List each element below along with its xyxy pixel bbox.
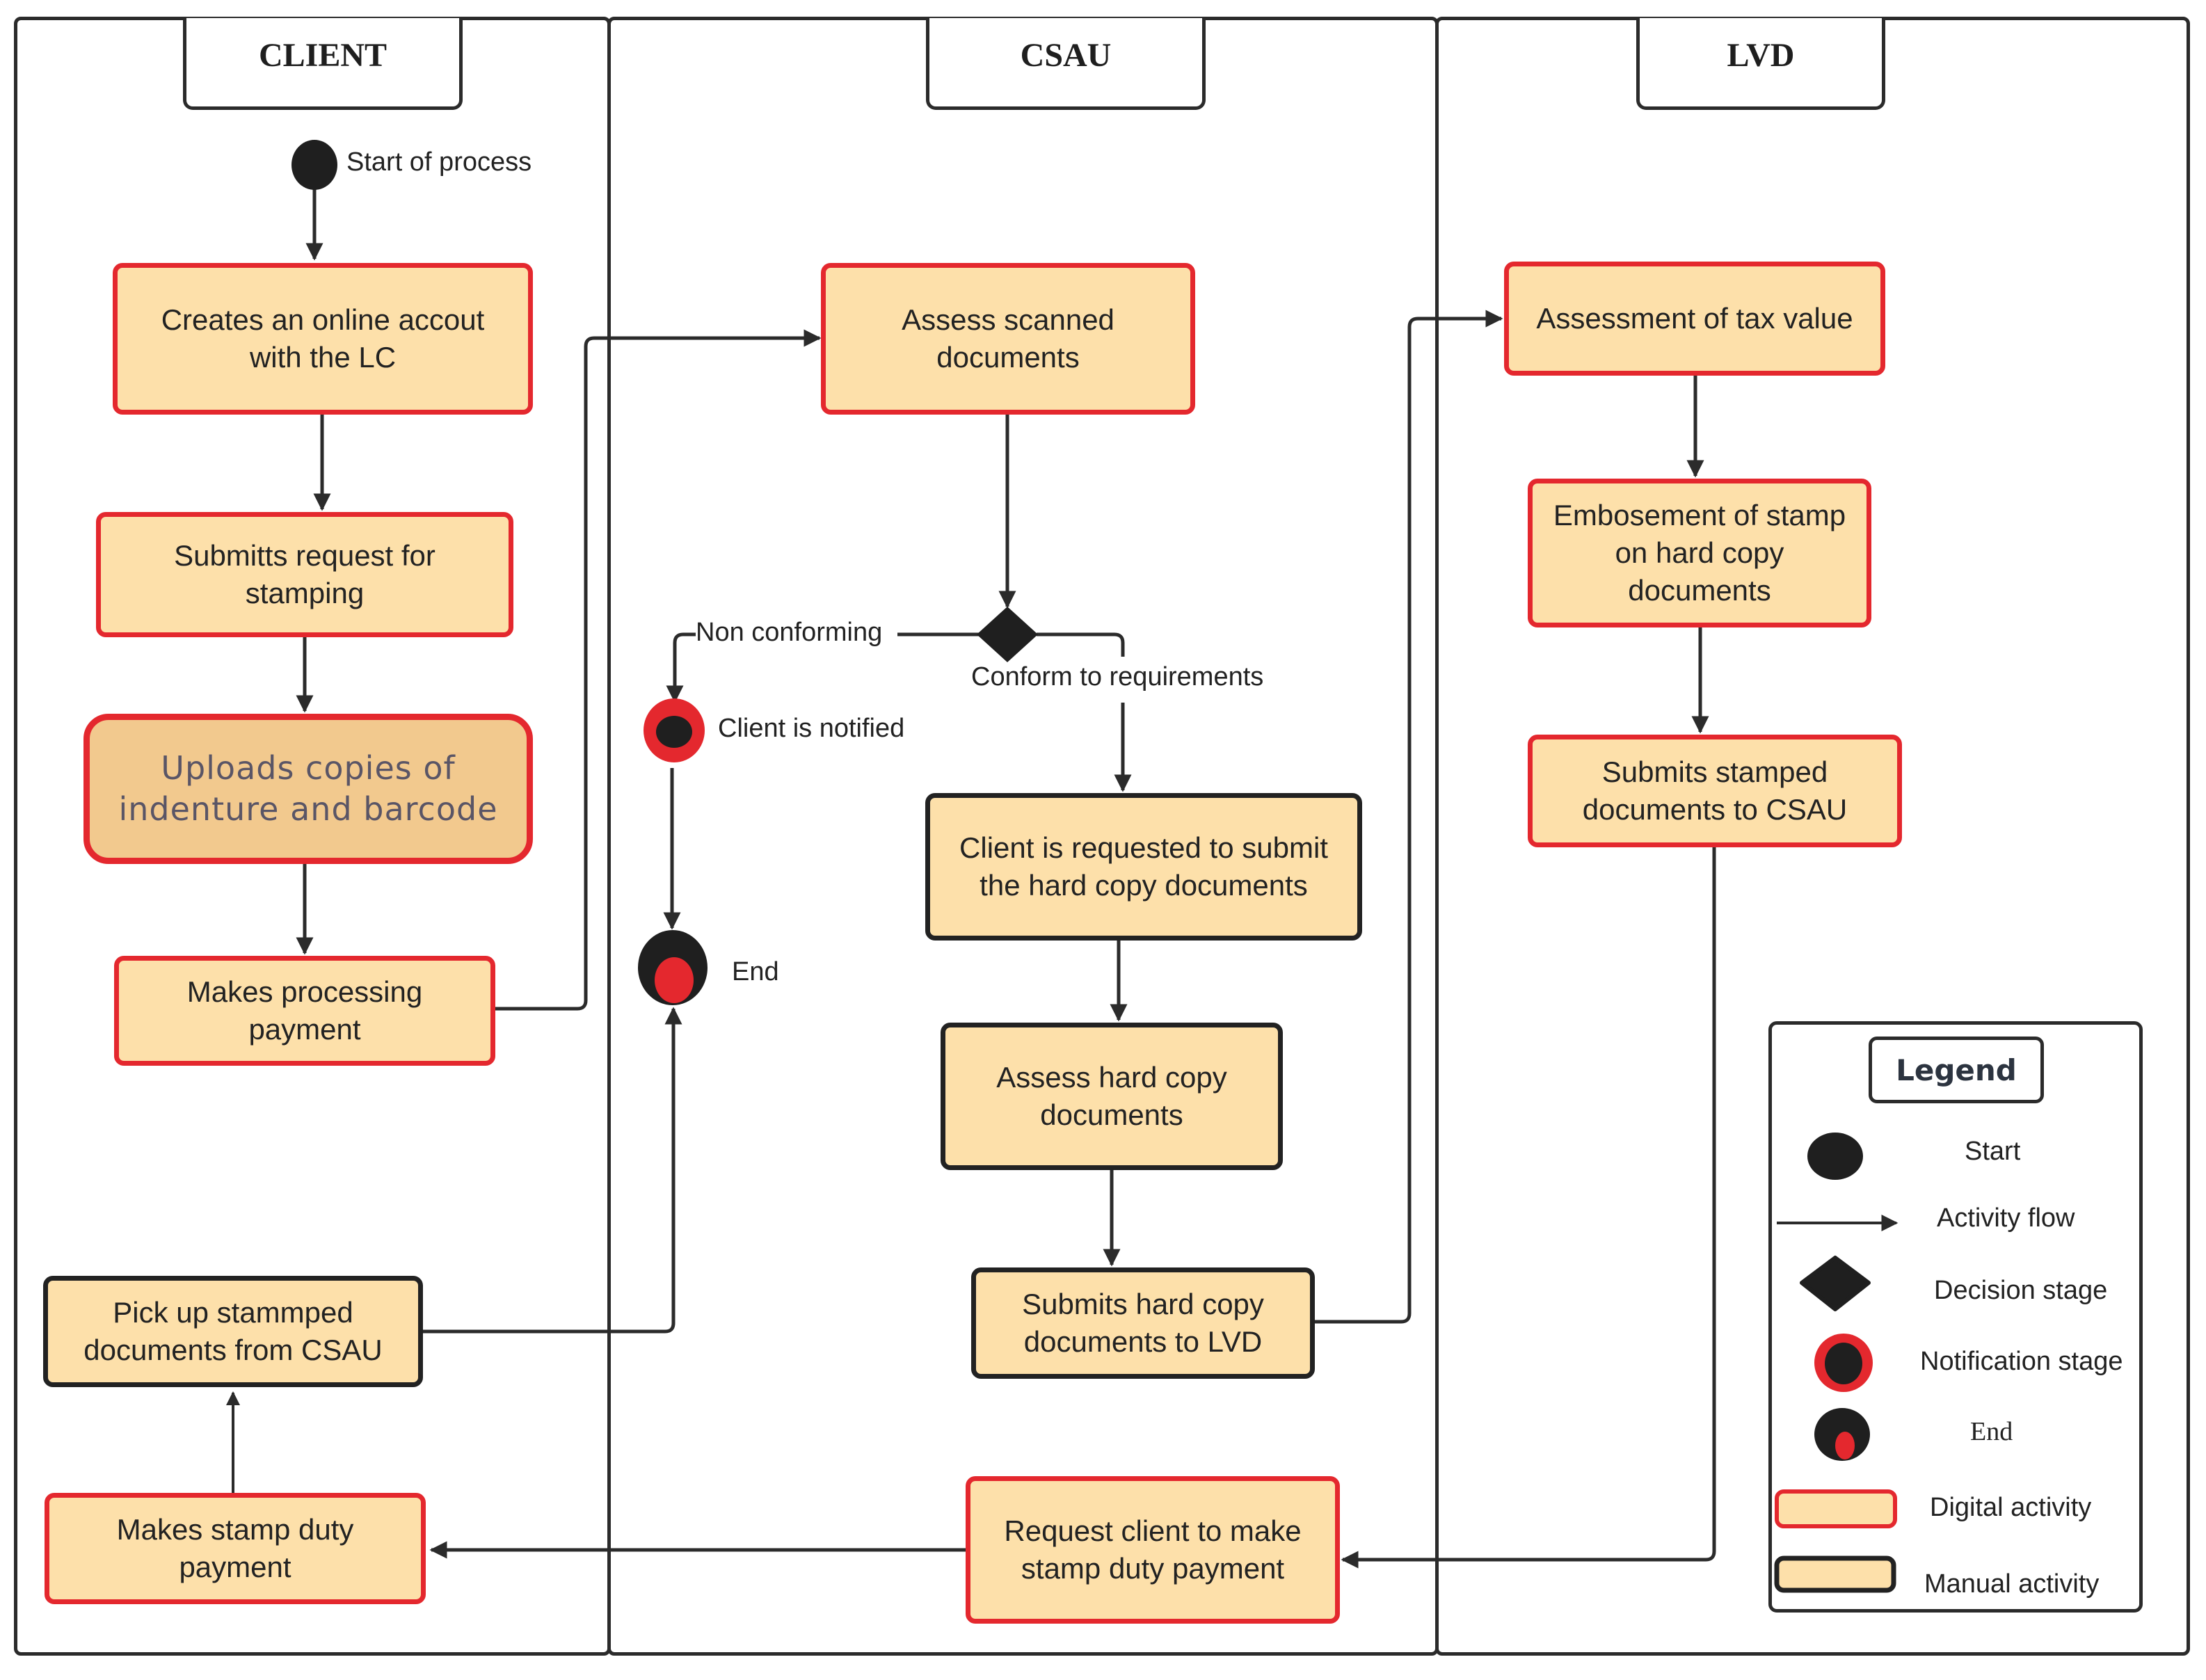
- legend-label-digital: Digital activity: [1930, 1493, 2092, 1522]
- node-submit-to-lvd[interactable]: Submits hard copy documents to LVD: [971, 1267, 1315, 1379]
- node-processing-payment[interactable]: Makes processing payment: [114, 956, 495, 1066]
- start-icon: [291, 140, 337, 190]
- start-label: Start of process: [346, 147, 532, 177]
- legend-label-decision: Decision stage: [1934, 1276, 2108, 1305]
- node-text: Embosement of stamp on hard copy documen…: [1553, 499, 1846, 607]
- node-request-payment[interactable]: Request client to make stamp duty paymen…: [966, 1476, 1340, 1624]
- node-pick-up[interactable]: Pick up stammped documents from CSAU: [43, 1276, 423, 1387]
- lane-header-lvd: LVD: [1636, 18, 1885, 110]
- legend: [1768, 1021, 2143, 1613]
- node-text: Makes processing payment: [186, 975, 423, 1046]
- node-text: Submits hard copy documents to LVD: [1022, 1288, 1264, 1358]
- notification-inner: [656, 716, 692, 748]
- notified-label: Client is notified: [718, 714, 905, 743]
- end-label: End: [732, 957, 779, 986]
- flow-submitstamped-to-request: [1341, 845, 1716, 1569]
- node-text: Creates an online accout with the LC: [161, 303, 485, 374]
- flow-pickup-to-end: [422, 1007, 682, 1334]
- node-text: Assess hard copy documents: [996, 1061, 1227, 1131]
- node-text: Submits stamped documents to CSAU: [1582, 755, 1848, 826]
- legend-label-end: End: [1970, 1417, 2013, 1446]
- lane-header-client: CLIENT: [183, 18, 463, 110]
- node-text: Makes stamp duty payment: [116, 1513, 354, 1583]
- node-stamp-duty-payment[interactable]: Makes stamp duty payment: [45, 1493, 426, 1604]
- node-text: Uploads copies of indenture and barcode: [118, 749, 498, 828]
- node-text: Client is requested to submit the hard c…: [959, 831, 1328, 902]
- node-submit-request[interactable]: Submitts request for stamping: [96, 512, 513, 637]
- legend-label-notification: Notification stage: [1920, 1347, 2123, 1376]
- node-request-hard-copy[interactable]: Client is requested to submit the hard c…: [925, 793, 1362, 941]
- decision-conform-label: Conform to requirements: [971, 662, 1264, 691]
- decision-diamond-icon: [977, 607, 1038, 662]
- legend-label-activity-flow: Activity flow: [1937, 1203, 2075, 1233]
- node-assess-hard-copy[interactable]: Assess hard copy documents: [941, 1023, 1283, 1170]
- node-upload-copies[interactable]: Uploads copies of indenture and barcode: [83, 714, 533, 864]
- node-text: Request client to make stamp duty paymen…: [1004, 1514, 1302, 1585]
- flow-payment-to-assess: [495, 329, 822, 1011]
- node-create-account[interactable]: Creates an online accout with the LC: [113, 263, 533, 415]
- flow-decision-conform: [1037, 632, 1123, 790]
- node-embosement[interactable]: Embosement of stamp on hard copy documen…: [1528, 479, 1871, 627]
- node-assess-scanned[interactable]: Assess scanned documents: [821, 263, 1195, 415]
- flow-decision-nonconforming: [675, 632, 980, 701]
- legend-label-manual: Manual activity: [1924, 1569, 2100, 1599]
- legend-title: Legend: [1869, 1037, 2044, 1103]
- end-inner: [655, 957, 694, 1003]
- legend-label-start: Start: [1965, 1137, 2021, 1166]
- flow-submitlvd-to-tax: [1312, 310, 1503, 1324]
- decision-nonconforming-label: Non conforming: [696, 618, 883, 647]
- node-assessment-tax[interactable]: Assessment of tax value: [1504, 262, 1885, 376]
- node-submit-stamped[interactable]: Submits stamped documents to CSAU: [1528, 735, 1902, 847]
- node-text: Pick up stammped documents from CSAU: [83, 1296, 383, 1366]
- node-text: Assessment of tax value: [1536, 302, 1853, 335]
- node-text: Submitts request for stamping: [174, 539, 435, 609]
- lane-header-csau: CSAU: [926, 18, 1206, 110]
- node-text: Assess scanned documents: [902, 303, 1114, 374]
